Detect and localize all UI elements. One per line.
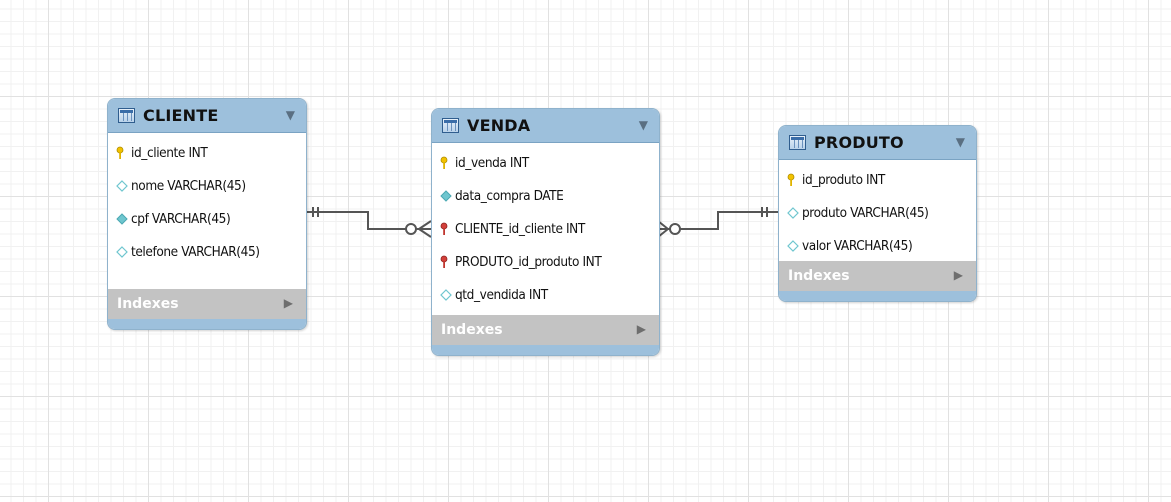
- column-row[interactable]: id_produto INT: [779, 163, 976, 196]
- column-row[interactable]: cpf VARCHAR(45): [108, 202, 306, 235]
- table-venda[interactable]: VENDA ▼ id_venda INT data_compra DATE CL…: [431, 108, 660, 356]
- crow-foot-mark: [418, 220, 432, 230]
- column-label: produto VARCHAR(45): [802, 204, 929, 221]
- expand-arrow-icon[interactable]: ▶: [953, 268, 963, 282]
- zero-optional-mark: [669, 223, 681, 235]
- table-header[interactable]: PRODUTO ▼: [779, 126, 976, 160]
- column-label: nome VARCHAR(45): [131, 177, 246, 194]
- not-null-column-icon: [116, 212, 128, 225]
- primary-key-icon: [116, 146, 124, 159]
- indexes-section[interactable]: Indexes ▶: [432, 315, 659, 345]
- table-footer: [779, 291, 976, 301]
- column-row[interactable]: id_cliente INT: [108, 136, 306, 169]
- column-list: id_cliente INT nome VARCHAR(45) cpf VARC…: [108, 133, 306, 272]
- table-title: CLIENTE: [143, 106, 219, 125]
- column-list: id_venda INT data_compra DATE CLIENTE_id…: [432, 143, 659, 315]
- column-list: id_produto INT produto VARCHAR(45) valor…: [779, 160, 976, 266]
- table-title: PRODUTO: [814, 133, 904, 152]
- indexes-label: Indexes: [117, 296, 179, 312]
- column-row[interactable]: CLIENTE_id_cliente INT: [432, 212, 659, 245]
- indexes-section[interactable]: Indexes ▶: [779, 261, 976, 291]
- table-cliente[interactable]: CLIENTE ▼ id_cliente INT nome VARCHAR(45…: [107, 98, 307, 330]
- primary-key-icon: [440, 156, 448, 169]
- nullable-column-icon: [440, 288, 452, 301]
- column-row[interactable]: id_venda INT: [432, 146, 659, 179]
- expand-arrow-icon[interactable]: ▶: [283, 296, 293, 310]
- indexes-section[interactable]: Indexes ▶: [108, 289, 306, 319]
- table-header[interactable]: CLIENTE ▼: [108, 99, 306, 133]
- column-label: id_cliente INT: [131, 144, 208, 161]
- foreign-key-icon: [440, 222, 448, 235]
- nullable-column-icon: [787, 206, 799, 219]
- table-footer: [432, 345, 659, 355]
- column-row[interactable]: nome VARCHAR(45): [108, 169, 306, 202]
- relationship-venda-produto[interactable]: [657, 207, 778, 238]
- zero-optional-mark: [405, 223, 417, 235]
- table-icon: [442, 118, 459, 133]
- indexes-label: Indexes: [788, 268, 850, 284]
- table-produto[interactable]: PRODUTO ▼ id_produto INT produto VARCHAR…: [778, 125, 977, 302]
- collapse-arrow-icon[interactable]: ▼: [955, 135, 965, 149]
- column-label: id_venda INT: [455, 154, 529, 171]
- column-label: data_compra DATE: [455, 187, 564, 204]
- table-title: VENDA: [467, 116, 531, 135]
- not-null-column-icon: [440, 189, 452, 202]
- column-row[interactable]: PRODUTO_id_produto INT: [432, 245, 659, 278]
- nullable-column-icon: [787, 239, 799, 252]
- column-label: PRODUTO_id_produto INT: [455, 253, 602, 270]
- relationship-cliente-venda[interactable]: [306, 207, 432, 238]
- column-label: CLIENTE_id_cliente INT: [455, 220, 585, 237]
- table-icon: [118, 108, 135, 123]
- column-row[interactable]: data_compra DATE: [432, 179, 659, 212]
- column-label: cpf VARCHAR(45): [131, 210, 231, 227]
- table-footer: [108, 319, 306, 329]
- primary-key-icon: [787, 173, 795, 186]
- expand-arrow-icon[interactable]: ▶: [636, 322, 646, 336]
- nullable-column-icon: [116, 179, 128, 192]
- column-row[interactable]: telefone VARCHAR(45): [108, 235, 306, 268]
- column-label: id_produto INT: [802, 171, 885, 188]
- crow-foot-mark: [418, 228, 432, 238]
- column-row[interactable]: valor VARCHAR(45): [779, 229, 976, 262]
- collapse-arrow-icon[interactable]: ▼: [285, 108, 295, 122]
- foreign-key-icon: [440, 255, 448, 268]
- column-label: qtd_vendida INT: [455, 286, 548, 303]
- column-label: valor VARCHAR(45): [802, 237, 913, 254]
- collapse-arrow-icon[interactable]: ▼: [638, 118, 648, 132]
- table-icon: [789, 135, 806, 150]
- indexes-label: Indexes: [441, 322, 503, 338]
- column-label: telefone VARCHAR(45): [131, 243, 260, 260]
- column-row[interactable]: produto VARCHAR(45): [779, 196, 976, 229]
- table-header[interactable]: VENDA ▼: [432, 109, 659, 143]
- nullable-column-icon: [116, 245, 128, 258]
- column-row[interactable]: qtd_vendida INT: [432, 278, 659, 311]
